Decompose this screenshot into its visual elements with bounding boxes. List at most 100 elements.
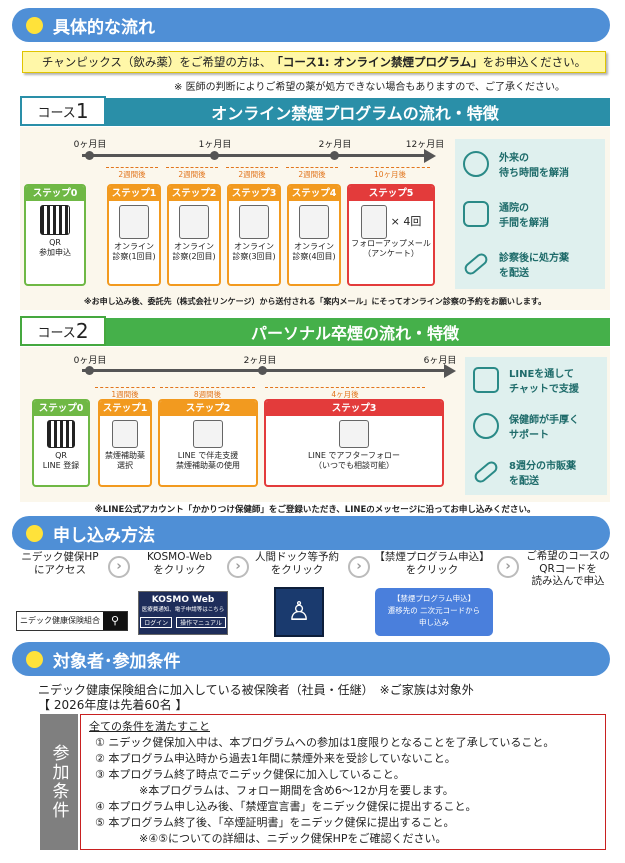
course1-panel: 0ヶ月目 1ヶ月目 2ヶ月目 12ヶ月目 2週間後 2週間後 2週間後 2週間後… bbox=[20, 127, 610, 310]
section-header-flow: 具体的な流れ bbox=[12, 8, 610, 42]
step-text: オンライン bbox=[234, 242, 274, 251]
chevron-right-icon: › bbox=[108, 556, 130, 578]
step-text: オンライン bbox=[174, 242, 214, 251]
phone-chat-icon bbox=[339, 420, 369, 448]
tick-label: 12ヶ月目 bbox=[405, 140, 445, 150]
search-input[interactable]: ニデック健康保険組合 bbox=[20, 616, 100, 625]
week-label: 2週間後 bbox=[286, 167, 338, 180]
phone-mail-icon bbox=[360, 205, 387, 239]
step-text: LINE 登録 bbox=[42, 461, 80, 470]
step-text: LINE でアフターフォロー bbox=[308, 451, 400, 460]
notice-strong: 「コース1: オンライン禁煙プログラム」 bbox=[271, 55, 483, 69]
course-label-text: コース bbox=[37, 105, 76, 121]
course1-step5: ステップ5 × 4回フォローアップメール（アンケート） bbox=[347, 184, 435, 286]
apply-step-text: をクリック bbox=[153, 563, 206, 576]
step-text: （アンケート） bbox=[363, 249, 419, 258]
kosmo-title: KOSMO Web bbox=[151, 595, 215, 605]
apply-step-text: 読み込んで申込 bbox=[531, 575, 605, 588]
step-text: 診察(1回目) bbox=[112, 252, 156, 261]
step-text: オンライン bbox=[294, 242, 334, 251]
course2-step1: ステップ1 禁煙補助薬選択 bbox=[98, 399, 152, 487]
clock-icon bbox=[463, 151, 489, 177]
feature-item: 診察後に処方薬を配送 bbox=[455, 239, 605, 289]
apply-step-4: 【禁煙プログラム申込】をクリック bbox=[368, 551, 496, 576]
step-header: ステップ4 bbox=[289, 186, 339, 201]
qr-code-icon bbox=[40, 205, 70, 235]
feature-text: チャットで支援 bbox=[509, 384, 579, 395]
step-text: 選択 bbox=[117, 461, 133, 470]
feature-text: 待ち時間を解消 bbox=[499, 168, 569, 179]
chevron-right-icon: › bbox=[348, 556, 370, 578]
kinen-btn-text: 【禁煙プログラム申込】 bbox=[392, 594, 476, 603]
login-button[interactable]: ログイン bbox=[140, 617, 173, 628]
timeline-dot bbox=[210, 151, 219, 160]
condition-label: 参加条件 bbox=[40, 714, 78, 850]
course2-features: LINEを通してチャットで支援 保健師が手厚くサポート 8週分の市販薬を配送 bbox=[465, 357, 607, 495]
reservation-person-icon[interactable]: ♙ bbox=[274, 587, 324, 637]
course2-footnote: ※LINE公式アカウント「かかりつけ保健師」をご登録いただき、LINEのメッセー… bbox=[94, 505, 536, 515]
week-label: 2週間後 bbox=[226, 167, 278, 180]
notice-text: チャンピックス（飲み薬）をご希望の方は、 bbox=[41, 55, 272, 69]
step-header: ステップ3 bbox=[266, 401, 442, 416]
week-label: 1週間後 bbox=[95, 387, 155, 400]
step-text: 禁煙補助薬の使用 bbox=[176, 461, 240, 470]
section-header-apply: 申し込み方法 bbox=[12, 516, 610, 550]
step-header: ステップ0 bbox=[34, 401, 88, 416]
doctor-note: ※ 医師の判断によりご希望の薬が処方できない場合もありますので、ご了承ください。 bbox=[174, 82, 565, 93]
nurse-icon bbox=[473, 413, 499, 439]
step-header: ステップ1 bbox=[100, 401, 150, 416]
step-text: 診察(3回目) bbox=[232, 252, 276, 261]
feature-item: LINEを通してチャットで支援 bbox=[465, 357, 607, 403]
section-header-target: 対象者･参加条件 bbox=[12, 642, 610, 676]
apply-step-text: にアクセス bbox=[34, 563, 86, 576]
apply-step-text: ご希望のコースの bbox=[526, 550, 610, 562]
apply-step-text: をクリック bbox=[270, 563, 324, 576]
course1-step3: ステップ3 オンライン診察(3回目) bbox=[227, 184, 281, 286]
target-line2: 【 2026年度は先着60名 】 bbox=[38, 698, 188, 712]
timeline-dot bbox=[330, 151, 339, 160]
step-text: 診察(4回目) bbox=[292, 252, 336, 261]
course-label-num: 2 bbox=[75, 319, 89, 343]
feature-text: 8週分の市販薬 bbox=[509, 461, 576, 472]
section-title: 申し込み方法 bbox=[53, 525, 155, 546]
week-label: 2週間後 bbox=[166, 167, 218, 180]
search-icon[interactable]: ⚲ bbox=[103, 612, 127, 630]
course1-step1: ステップ1 オンライン診察(1回目) bbox=[107, 184, 161, 286]
feature-text: 外来の bbox=[499, 153, 529, 164]
phone-pill-icon bbox=[193, 420, 223, 448]
step-text: QR bbox=[49, 238, 61, 247]
car-icon bbox=[463, 201, 489, 227]
tick-label: 0ヶ月目 bbox=[73, 356, 107, 366]
kosmo-web-banner[interactable]: KOSMO Web 医療費通知、電子申請等はこちら ログイン 操作マニュアル bbox=[138, 591, 228, 635]
kinen-btn-text: 遷移先の 二次元コードから bbox=[387, 606, 481, 615]
feature-text: 通院の bbox=[499, 203, 529, 214]
tick-label: 2ヶ月目 bbox=[318, 140, 352, 150]
course1-features: 外来の待ち時間を解消 通院の手間を解消 診察後に処方薬を配送 bbox=[455, 139, 605, 289]
apply-step-text: 人間ドック等予約 bbox=[255, 551, 339, 563]
feature-text: サポート bbox=[509, 430, 549, 441]
feature-item: 通院の手間を解消 bbox=[455, 189, 605, 239]
step-text: オンライン bbox=[114, 242, 154, 251]
condition-item: ① ニデック健保加入中は、本プログラムへの参加は1度限りとなることを了承している… bbox=[95, 736, 555, 749]
step-text: フォローアップメール bbox=[351, 239, 431, 248]
timeline-arrow-icon bbox=[424, 149, 436, 163]
medicine-box-icon bbox=[112, 420, 138, 448]
step-header: ステップ0 bbox=[26, 186, 84, 201]
step-header: ステップ2 bbox=[169, 186, 219, 201]
course1-footnote: ※お申し込み後、委託先（株式会社リンケージ）から送付される「案内メール」にそって… bbox=[83, 297, 547, 306]
condition-item: ④ 本プログラム申し込み後、「禁煙宣言書」をニデック健保に提出すること。 bbox=[95, 800, 477, 813]
timeline-line bbox=[82, 154, 427, 157]
step-times: × 4回 bbox=[390, 215, 422, 229]
kinen-program-button[interactable]: 【禁煙プログラム申込】 遷移先の 二次元コードから 申し込み bbox=[375, 588, 493, 636]
search-mock[interactable]: ニデック健康保険組合 ⚲ bbox=[16, 611, 128, 631]
feature-text: を配送 bbox=[499, 268, 529, 279]
step-text: QR bbox=[55, 451, 67, 460]
manual-button[interactable]: 操作マニュアル bbox=[176, 617, 226, 628]
timeline-dot bbox=[85, 366, 94, 375]
course2-step2: ステップ2 LINE で伴走支援禁煙補助薬の使用 bbox=[158, 399, 258, 487]
yellow-dot-icon bbox=[26, 650, 43, 668]
